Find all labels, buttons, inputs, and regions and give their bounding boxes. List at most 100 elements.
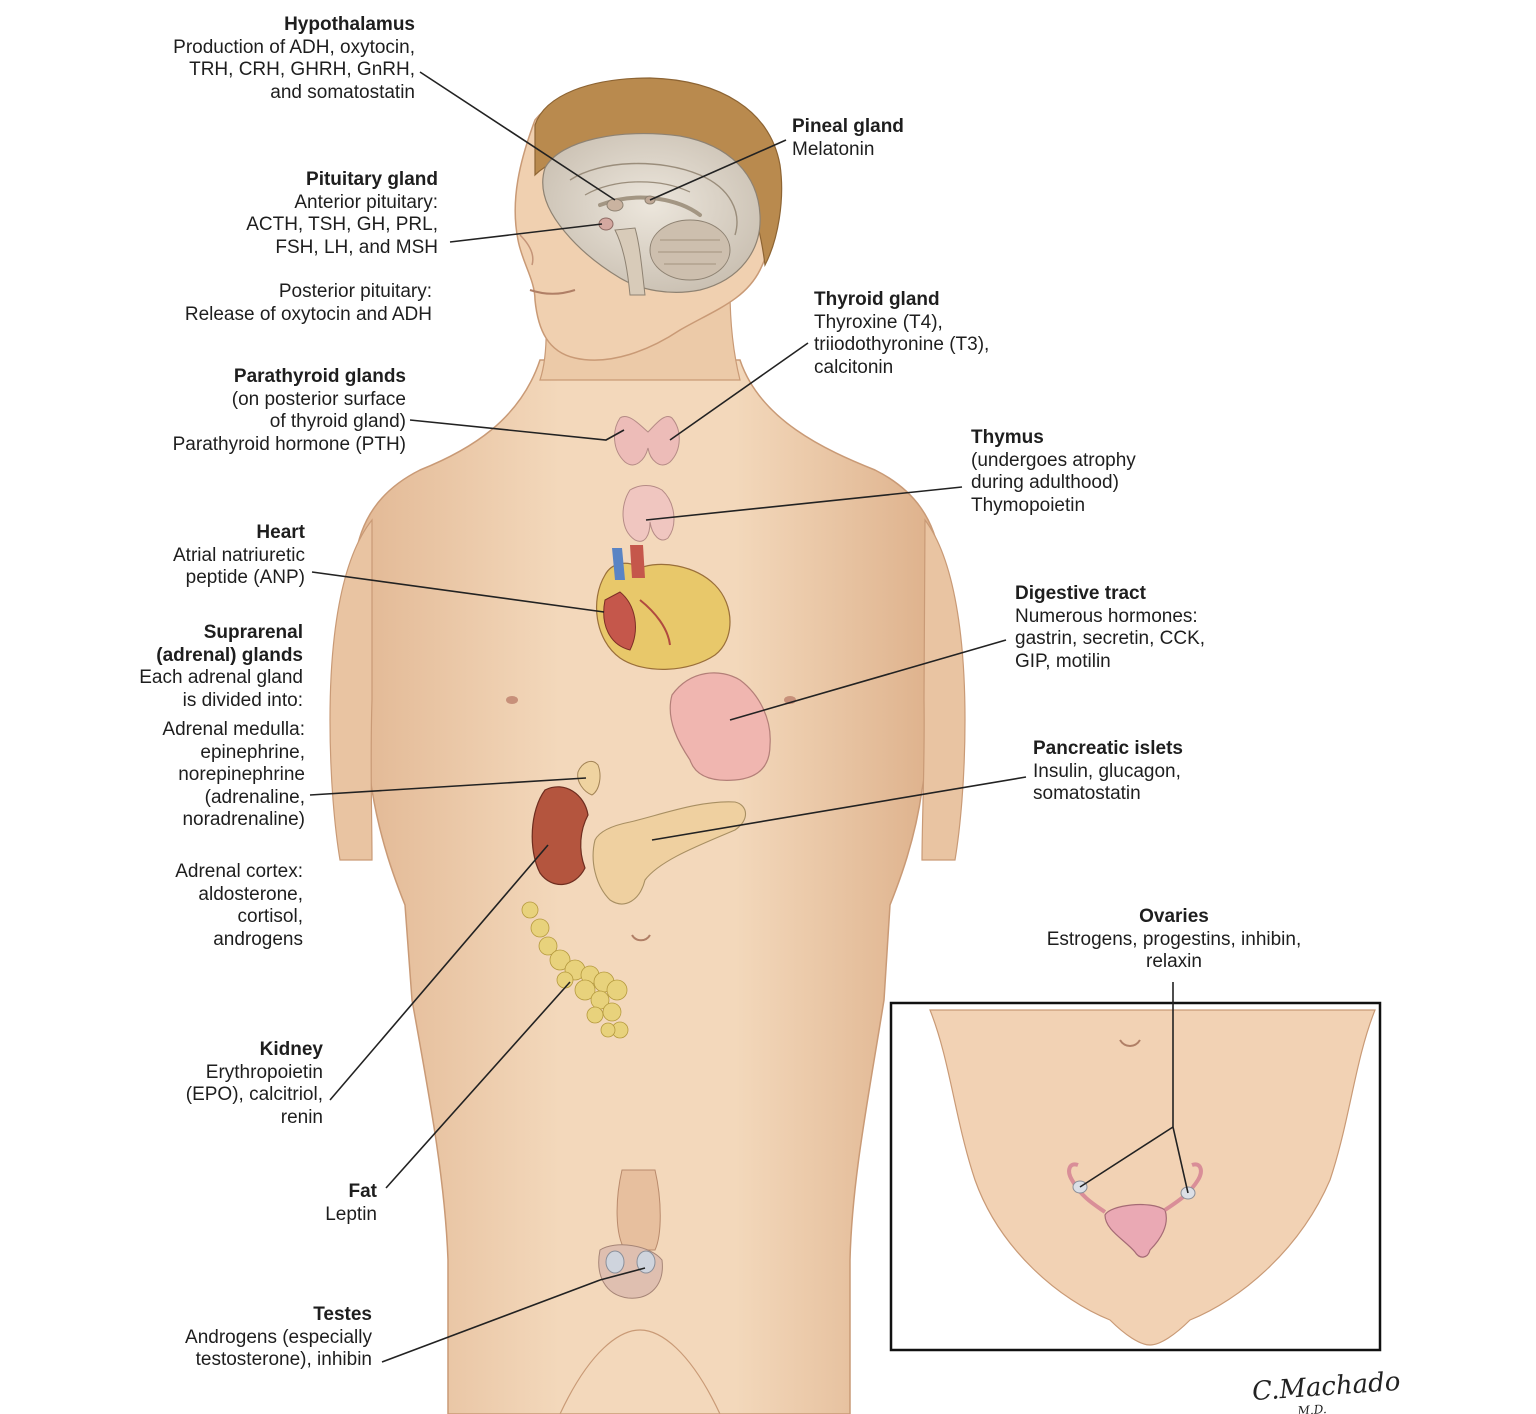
body-figure xyxy=(329,77,966,1414)
adrenal-cortex-label: Adrenal cortex: aldosterone, cortisol, a… xyxy=(175,861,303,951)
adrenal-cortex-line-2: aldosterone, xyxy=(198,883,303,905)
adrenal-illustration xyxy=(577,761,601,796)
fat-label: Fat Leptin xyxy=(325,1181,377,1226)
kidney-line-2: (EPO), calcitriol, xyxy=(185,1084,323,1105)
pineal-line-1: Melatonin xyxy=(792,138,875,160)
pituitary-title: Pituitary gland xyxy=(306,169,438,190)
digestive-title: Digestive tract xyxy=(1015,583,1146,604)
posterior-pituitary-line-1: Posterior pituitary: xyxy=(278,281,432,302)
heart-label: Heart Atrial natriuretic peptide (ANP) xyxy=(173,522,305,590)
thymus-line-3: Thymopoietin xyxy=(971,494,1086,516)
heart-line-1: Atrial natriuretic xyxy=(173,544,305,566)
hypothalamus-line-1: Production of ADH, oxytocin, xyxy=(173,36,415,58)
adrenal-cortex-line-1: Adrenal cortex: xyxy=(175,861,303,882)
thyroid-line-2: triiodothyronine (T3), xyxy=(814,334,990,355)
pancreas-illustration xyxy=(592,801,747,905)
fat-leader xyxy=(385,981,571,1189)
testes-label: Testes Androgens (especially testosteron… xyxy=(185,1304,372,1372)
pancreas-line-1: Insulin, glucagon, xyxy=(1033,760,1181,782)
pituitary-line-1: Anterior pituitary: xyxy=(294,191,438,213)
pineal-label: Pineal gland Melatonin xyxy=(792,116,904,161)
adrenal-title-1: Suprarenal xyxy=(203,622,303,643)
heart-line-2: peptide (ANP) xyxy=(185,567,305,588)
adrenal-title-2: (adrenal) glands xyxy=(156,644,303,666)
hypothalamus-title: Hypothalamus xyxy=(284,14,415,35)
testes-leader xyxy=(381,1279,601,1363)
thyroid-line-1: Thyroxine (T4), xyxy=(814,311,943,333)
digestive-line-2: gastrin, secretin, CCK, xyxy=(1015,628,1206,649)
parathyroid-line-3: Parathyroid hormone (PTH) xyxy=(172,433,406,455)
parathyroid-title: Parathyroid glands xyxy=(233,366,406,387)
digestive-line-3: GIP, motilin xyxy=(1015,650,1111,672)
fat-illustration xyxy=(521,901,629,1039)
pancreas-title: Pancreatic islets xyxy=(1033,738,1183,759)
pancreas-line-2: somatostatin xyxy=(1033,783,1141,804)
thymus-line-2: during adulthood) xyxy=(971,472,1119,493)
hypothalamus-label: Hypothalamus Production of ADH, oxytocin… xyxy=(173,14,415,104)
digestive-label: Digestive tract Numerous hormones: gastr… xyxy=(1015,583,1205,673)
hypothalamus-leader xyxy=(419,71,616,201)
thymus-line-1: (undergoes atrophy xyxy=(971,449,1136,471)
hypothalamus-line-2: TRH, CRH, GHRH, GnRH, xyxy=(189,59,415,80)
thyroid-leader xyxy=(669,342,809,441)
digestive-tract-illustration xyxy=(669,672,771,781)
leader-lines xyxy=(309,71,1189,1363)
pineal-title: Pineal gland xyxy=(792,116,904,137)
adrenal-cortex-line-3: cortisol, xyxy=(237,906,303,927)
kidney-leader xyxy=(329,844,549,1101)
ovaries-line-2: relaxin xyxy=(1146,951,1202,972)
testes-line-2: testosterone), inhibin xyxy=(195,1349,372,1370)
pituitary-line-3: FSH, LH, and MSH xyxy=(275,236,438,258)
thymus-illustration xyxy=(622,485,675,542)
adrenal-line-2: is divided into: xyxy=(182,689,303,711)
fat-title: Fat xyxy=(348,1181,378,1202)
testes-title: Testes xyxy=(313,1304,372,1325)
digestive-line-1: Numerous hormones: xyxy=(1015,605,1198,627)
pituitary-leader xyxy=(449,223,603,243)
kidney-title: Kidney xyxy=(259,1039,323,1060)
hypothalamus-line-3: and somatostatin xyxy=(270,81,415,103)
ovaries-leader-left xyxy=(1079,1126,1174,1188)
female-inset xyxy=(889,1001,1382,1352)
right-arm xyxy=(329,518,373,861)
heart-illustration xyxy=(595,545,731,670)
pancreas-label: Pancreatic islets Insulin, glucagon, som… xyxy=(1033,738,1183,806)
thyroid-illustration xyxy=(614,416,680,466)
adrenal-medulla-line-1: Adrenal medulla: xyxy=(162,719,305,740)
thymus-leader xyxy=(645,486,963,521)
posterior-pituitary-line-2: Release of oxytocin and ADH xyxy=(184,303,432,325)
thymus-title: Thymus xyxy=(971,427,1044,448)
adrenal-medulla-label: Adrenal medulla: epinephrine, norepineph… xyxy=(162,719,305,832)
parathyroid-line-1: (on posterior surface xyxy=(231,388,406,410)
thymus-label: Thymus (undergoes atrophy during adultho… xyxy=(971,427,1136,517)
ovaries-label: Ovaries Estrogens, progestins, inhibin, … xyxy=(1036,906,1312,974)
pituitary-label: Pituitary gland Anterior pituitary: ACTH… xyxy=(246,169,438,259)
fat-line-1: Leptin xyxy=(325,1203,377,1225)
left-arm xyxy=(921,518,966,861)
kidney-label: Kidney Erythropoietin (EPO), calcitriol,… xyxy=(186,1039,323,1129)
adrenal-leader xyxy=(309,777,587,796)
adrenal-line-1: Each adrenal gland xyxy=(139,667,303,688)
heart-title: Heart xyxy=(256,522,305,543)
pituitary-line-2: ACTH, TSH, GH, PRL, xyxy=(246,214,438,235)
signature-sub: M.D. xyxy=(1297,1402,1328,1414)
adrenal-medulla-line-2: epinephrine, xyxy=(200,741,305,763)
parathyroid-line-2: of thyroid gland) xyxy=(269,411,406,432)
heart-leader xyxy=(311,571,605,613)
pineal-leader xyxy=(649,139,787,201)
adrenal-medulla-line-3: norepinephrine xyxy=(178,764,305,785)
ovaries-title: Ovaries xyxy=(1139,906,1209,927)
adrenal-medulla-line-4: (adrenaline, xyxy=(204,786,305,808)
kidney-line-1: Erythropoietin xyxy=(205,1061,323,1083)
adrenal-label: Suprarenal (adrenal) glands Each adrenal… xyxy=(139,622,303,712)
ovaries-line-1: Estrogens, progestins, inhibin, xyxy=(1046,928,1302,950)
thyroid-label: Thyroid gland Thyroxine (T4), triiodothy… xyxy=(814,289,989,379)
testes-line-1: Androgens (especially xyxy=(185,1326,372,1348)
adrenal-medulla-line-5: noradrenaline) xyxy=(182,809,305,830)
parathyroid-label: Parathyroid glands (on posterior surface… xyxy=(173,366,406,456)
digestive-leader xyxy=(729,639,1007,721)
kidney-illustration xyxy=(531,786,589,886)
posterior-pituitary-label: Posterior pituitary: Release of oxytocin… xyxy=(185,281,432,326)
